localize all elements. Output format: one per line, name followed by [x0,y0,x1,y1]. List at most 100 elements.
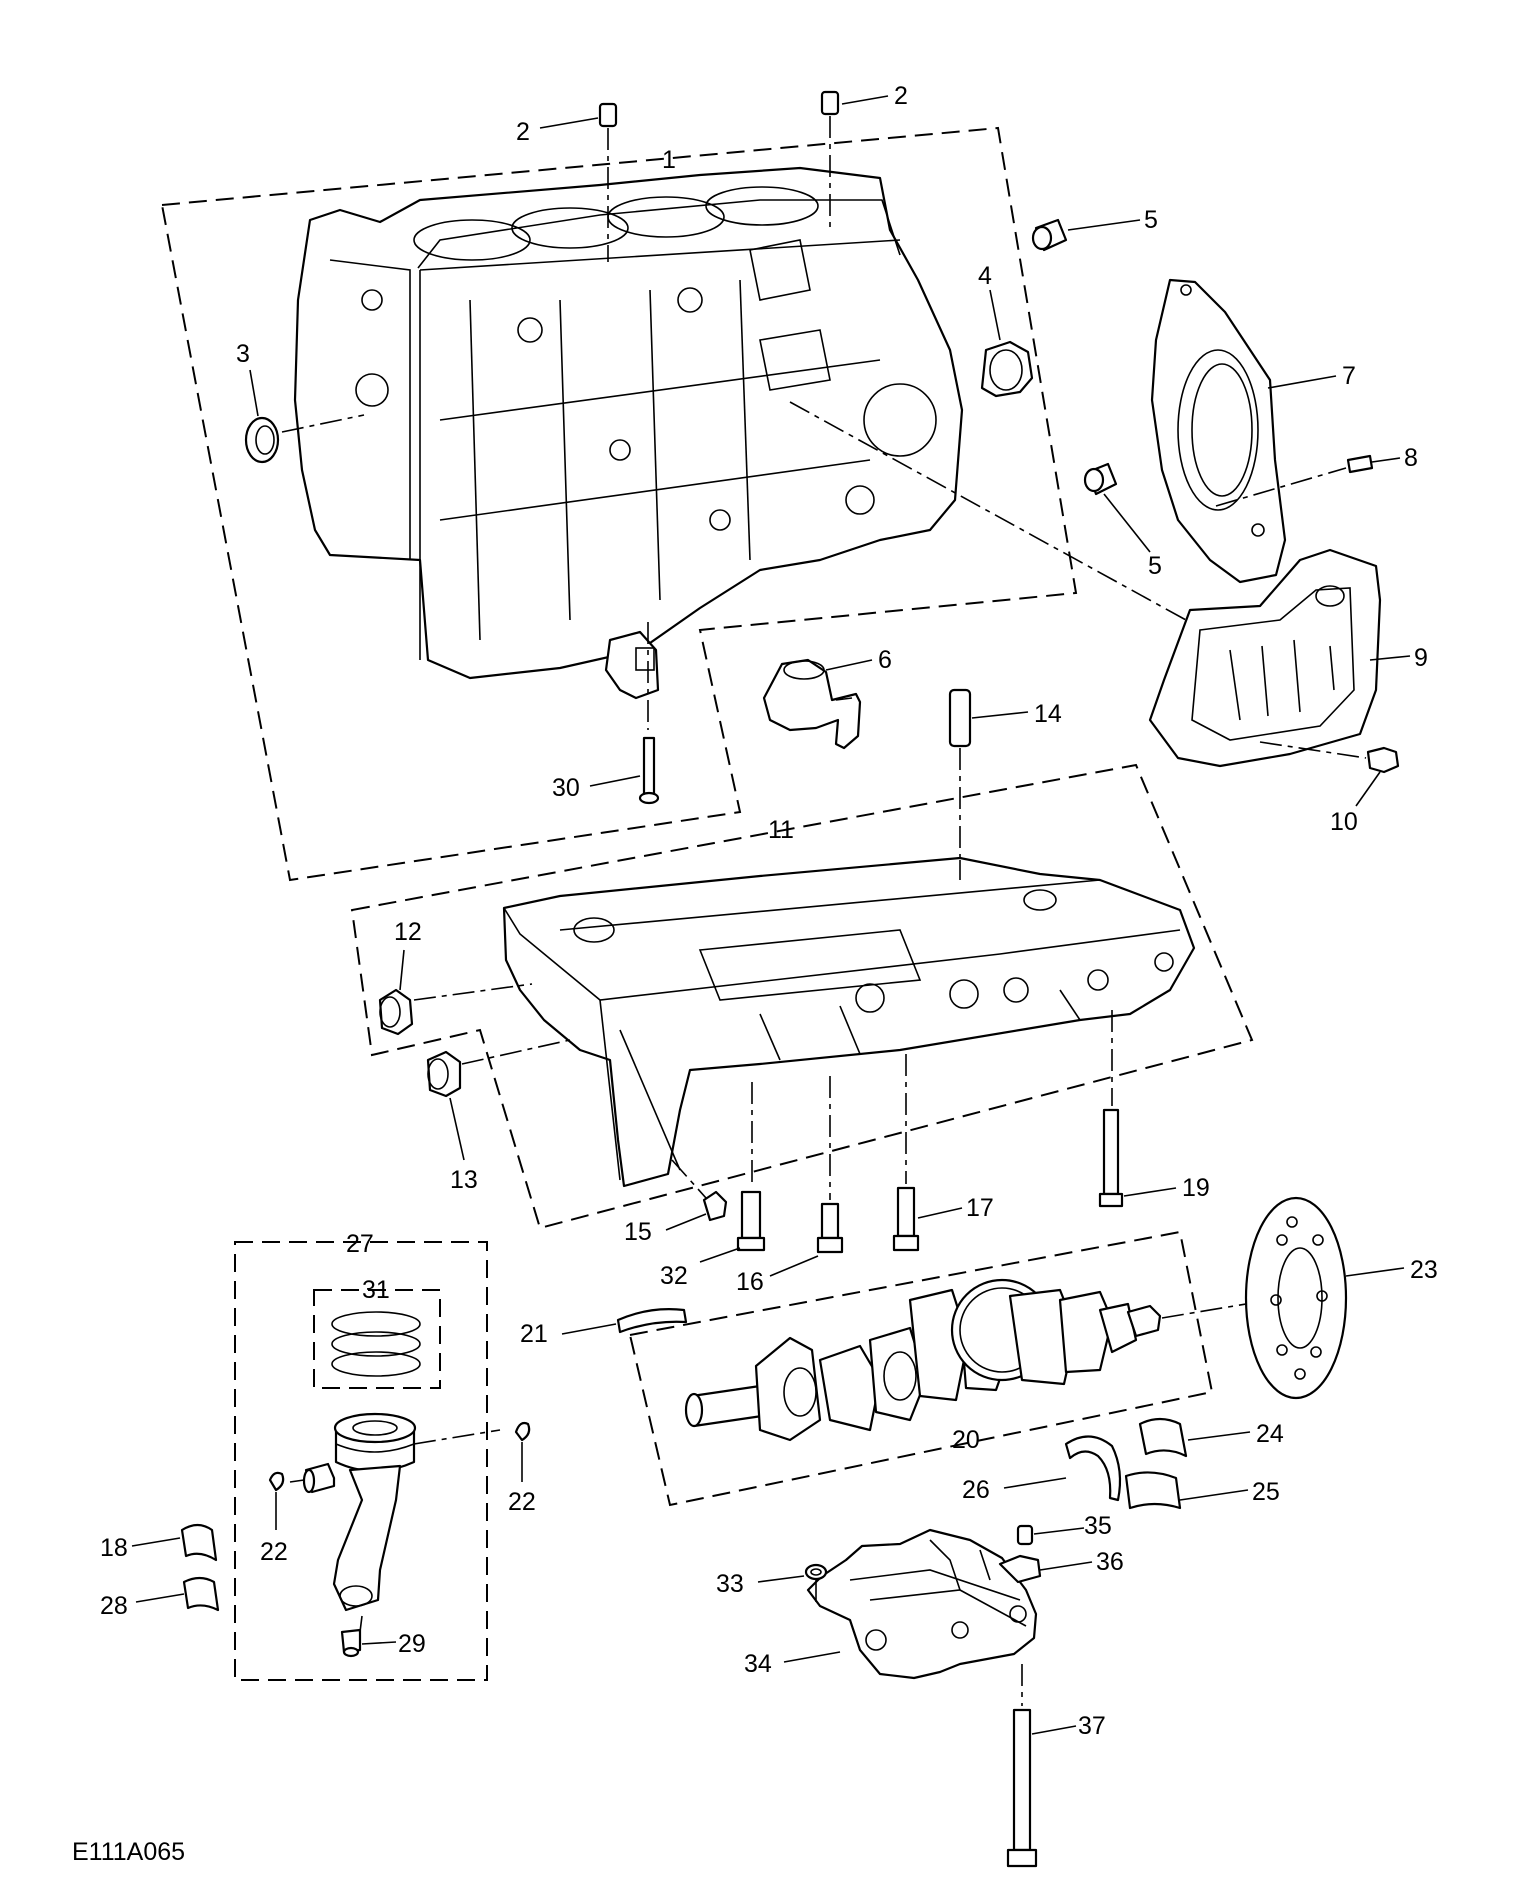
bolt-30-head [638,791,660,805]
callout-31: 31 [362,1276,390,1304]
dowel-35 [1016,1524,1034,1546]
leader-36 [1039,1561,1093,1571]
conrod-bearing-18 [180,1523,218,1562]
leader-12 [399,949,405,991]
callout-19: 19 [1182,1174,1210,1202]
expansion-plug-4-face [989,349,1023,391]
centerline-circlip-left [289,1479,305,1483]
leader-28 [135,1593,185,1603]
o-ring-33-inner [810,1568,822,1576]
leader-37 [1031,1725,1077,1735]
leader-10 [1355,771,1381,807]
callout-12: 12 [394,918,422,946]
callout-26: 26 [962,1476,990,1504]
leader-13 [449,1097,465,1161]
callout-18: 18 [100,1534,128,1562]
bolt-37-head [1006,1848,1038,1868]
leader-25 [1179,1489,1249,1501]
centerline-plug-13 [461,1039,571,1065]
callout-34: 34 [744,1650,772,1678]
thrust-washer-21 [616,1308,688,1334]
rear-seal-retainer [1150,278,1287,584]
centerline-plug-12 [413,983,533,1001]
piston-rings-31 [331,1311,421,1377]
bolt-32 [740,1190,762,1240]
leader-21 [561,1323,617,1335]
crankshaft [684,1278,1138,1442]
leader-6 [825,659,873,671]
conrod-bearing-28 [182,1576,220,1612]
callout-9: 9 [1414,644,1428,672]
cover-plate-9 [1148,548,1382,768]
callout-29: 29 [398,1630,426,1658]
oil-seal-left-inner [255,425,275,455]
callout-5-upper: 5 [1144,206,1158,234]
callout-21: 21 [520,1320,548,1348]
conrod-bolt-29-head [342,1646,360,1658]
callout-25: 25 [1252,1478,1280,1506]
centerline-piston [413,1429,501,1445]
leader-8 [1371,457,1401,463]
leader-2-left [539,117,599,129]
leader-24 [1187,1431,1251,1441]
leader-34 [783,1651,841,1663]
leader-23 [1345,1267,1405,1277]
main-bearing-upper-24 [1138,1417,1188,1458]
callout-36: 36 [1096,1548,1124,1576]
leader-2-right [841,95,889,105]
bolt-37 [1012,1708,1032,1852]
callout-16: 16 [736,1268,764,1296]
callout-3: 3 [236,340,250,368]
piston [333,1412,417,1473]
callout-32: 32 [660,1262,688,1290]
callout-1: 1 [662,146,676,174]
leader-17 [917,1207,963,1219]
group-boundary-cylinder-block [160,126,1078,882]
leader-19 [1123,1187,1177,1197]
leader-5-lower [1103,493,1151,553]
group-boundary-piston-rings [313,1289,441,1389]
callout-11: 11 [768,816,794,844]
group-boundary-crankshaft [628,1230,1214,1507]
callout-24: 24 [1256,1420,1284,1448]
leader-3 [249,369,259,417]
crank-sensor-30 [604,630,660,700]
plug-12-face [379,996,401,1028]
bolt-16 [820,1202,840,1240]
callout-2-right: 2 [894,82,908,110]
leader-29 [361,1641,397,1645]
centerline-cover-9 [789,401,1187,621]
leader-15 [665,1213,707,1231]
plug-13-face [427,1058,449,1090]
flexplate-23 [1244,1196,1348,1400]
centerline-seal-3 [281,414,365,433]
group-boundary-lower-crankcase [350,763,1254,1230]
callout-15: 15 [624,1218,652,1246]
circlip-right [514,1421,531,1442]
callout-27: 27 [346,1230,374,1258]
leader-18 [131,1537,181,1547]
leader-9 [1369,655,1411,661]
callout-20: 20 [952,1426,980,1454]
bolt-19-head [1098,1192,1124,1208]
lower-crankcase [502,856,1196,1188]
leader-14 [971,711,1029,719]
dowel-pin-left [598,102,618,128]
leader-5-upper [1067,219,1141,231]
connecting-rod [332,1464,402,1612]
callout-35: 35 [1084,1512,1112,1540]
plug-5-upper-face [1031,225,1053,251]
callout-5-lower: 5 [1148,552,1162,580]
bolt-17 [896,1186,916,1238]
bolt-8 [1346,454,1374,474]
callout-37: 37 [1078,1712,1106,1740]
figure-code: E111A065 [72,1838,185,1866]
water-outlet-6 [762,658,862,750]
bolt-10 [1366,746,1400,774]
callout-13: 13 [450,1166,478,1194]
leader-32 [699,1247,741,1263]
leader-16 [769,1255,819,1277]
dowel-pin-right [820,90,840,116]
callout-10: 10 [1330,808,1358,836]
